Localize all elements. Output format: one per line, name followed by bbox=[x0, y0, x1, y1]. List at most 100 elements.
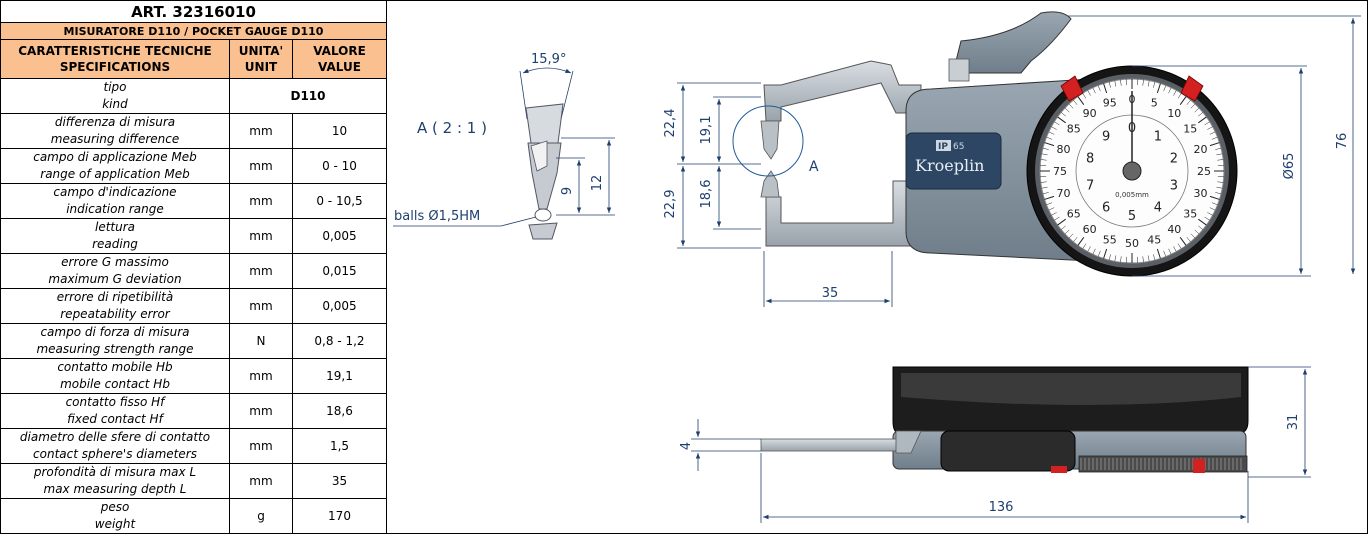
dim-18-6: 18,6 bbox=[699, 180, 714, 209]
header-unit: UNITA'UNIT bbox=[229, 39, 293, 79]
row-unit: mm bbox=[229, 428, 293, 464]
dim-76: 76 bbox=[1335, 133, 1350, 150]
row-value: 19,1 bbox=[292, 358, 387, 394]
dial-tick bbox=[1179, 237, 1187, 246]
dial-tick bbox=[1077, 96, 1085, 105]
dial-tick bbox=[1173, 246, 1177, 252]
dial-outer-number: 95 bbox=[1103, 97, 1117, 110]
dial-tick bbox=[1177, 93, 1182, 99]
side-lever bbox=[940, 430, 1076, 472]
brand-plate bbox=[905, 132, 1002, 190]
dial-tick bbox=[1103, 83, 1108, 94]
upper-jaw-tip bbox=[525, 103, 564, 144]
side-knurl bbox=[1078, 455, 1248, 473]
dial-inner-number: 7 bbox=[1086, 179, 1094, 194]
dial-tick bbox=[1209, 195, 1220, 200]
dial-tick bbox=[1204, 216, 1210, 221]
tolerance-marker-left bbox=[1060, 75, 1084, 102]
dial-inner-number: 1 bbox=[1154, 129, 1162, 144]
dim-19-1: 19,1 bbox=[699, 116, 714, 145]
dial-tick bbox=[1163, 85, 1167, 92]
dial-tick bbox=[1064, 107, 1070, 113]
dial-tick bbox=[1216, 153, 1223, 156]
dial-tick bbox=[1040, 159, 1047, 161]
dial-tick bbox=[1114, 80, 1117, 87]
dim-22-9: 22,9 bbox=[663, 190, 678, 219]
dial-tick bbox=[1060, 112, 1066, 117]
dial-tick bbox=[1073, 99, 1078, 105]
front-dimensions: 22,4 19,1 22,9 18,6 35 Ø65 76 bbox=[663, 15, 1361, 307]
dial-inner-number: 6 bbox=[1102, 201, 1110, 216]
dial-tick bbox=[1190, 233, 1196, 239]
dial-tick bbox=[1177, 243, 1182, 249]
dial-ticks bbox=[1040, 79, 1224, 263]
dial-tick bbox=[1215, 192, 1222, 195]
technical-drawing: 15,9° 9 12 A ( 2 : 1 ) balls Ø1,5HM A bbox=[386, 0, 1368, 534]
dial-tick bbox=[1103, 248, 1108, 259]
dial-tick bbox=[1207, 212, 1213, 216]
ip-rating: 65 bbox=[953, 142, 964, 152]
dial-tick bbox=[1186, 237, 1191, 243]
dial-tick bbox=[1040, 181, 1047, 183]
detail-mark: A bbox=[809, 159, 819, 175]
article-number: ART. 32316010 bbox=[0, 0, 387, 23]
dial-tick bbox=[1082, 93, 1087, 99]
dial-tick bbox=[1198, 116, 1207, 124]
row-unit: mm bbox=[229, 463, 293, 499]
dial-outer-number: 85 bbox=[1067, 123, 1081, 136]
dial-tick bbox=[1054, 216, 1060, 221]
balls-label: balls Ø1,5HM bbox=[394, 209, 480, 224]
side-view: 4 31 136 bbox=[679, 366, 1311, 523]
dial-outer-number: 50 bbox=[1125, 237, 1139, 250]
dial-tick bbox=[1198, 112, 1204, 117]
dim-35: 35 bbox=[822, 286, 839, 301]
angle-label: 15,9° bbox=[531, 52, 566, 67]
dial-tick bbox=[1048, 207, 1055, 211]
dial-tick bbox=[1156, 83, 1161, 94]
dial-outer-number: 20 bbox=[1193, 143, 1207, 156]
dial-tick bbox=[1073, 237, 1078, 243]
dial-tick bbox=[1114, 255, 1117, 262]
row-value: 0,005 bbox=[292, 218, 387, 254]
dial-tick bbox=[1046, 136, 1053, 140]
dial-tick bbox=[1142, 79, 1144, 86]
dim-4: 4 bbox=[679, 442, 694, 450]
dial-tick bbox=[1042, 192, 1049, 195]
dial-tick bbox=[1190, 103, 1196, 109]
dial-tick bbox=[1194, 107, 1200, 113]
row-unit: mm bbox=[229, 113, 293, 149]
dial-tick bbox=[1142, 256, 1144, 263]
brand-logo: Kroeplin bbox=[915, 156, 984, 175]
dial-tick bbox=[1051, 212, 1057, 216]
tolerance-marker-right bbox=[1180, 75, 1204, 102]
dial-tick bbox=[1156, 248, 1161, 259]
dial-outer-number: 90 bbox=[1083, 107, 1097, 120]
dial-outer-number: 15 bbox=[1183, 123, 1197, 136]
contact-ball bbox=[534, 208, 552, 222]
front-view: A IP 65 Kroeplin 05101520253035404550556… bbox=[663, 11, 1361, 307]
dial-unit: 0,005mm bbox=[1115, 191, 1149, 199]
dial-outer-number: 65 bbox=[1067, 207, 1081, 220]
dial-inner-number: 3 bbox=[1170, 179, 1178, 194]
row-unit: mm bbox=[229, 288, 293, 324]
dim-31: 31 bbox=[1286, 414, 1301, 431]
dial-outer-number: 25 bbox=[1197, 165, 1211, 178]
row-value: 0,015 bbox=[292, 253, 387, 289]
dial-tick bbox=[1168, 87, 1172, 94]
dial-outer-number: 80 bbox=[1057, 143, 1071, 156]
detail-circle bbox=[732, 105, 804, 177]
